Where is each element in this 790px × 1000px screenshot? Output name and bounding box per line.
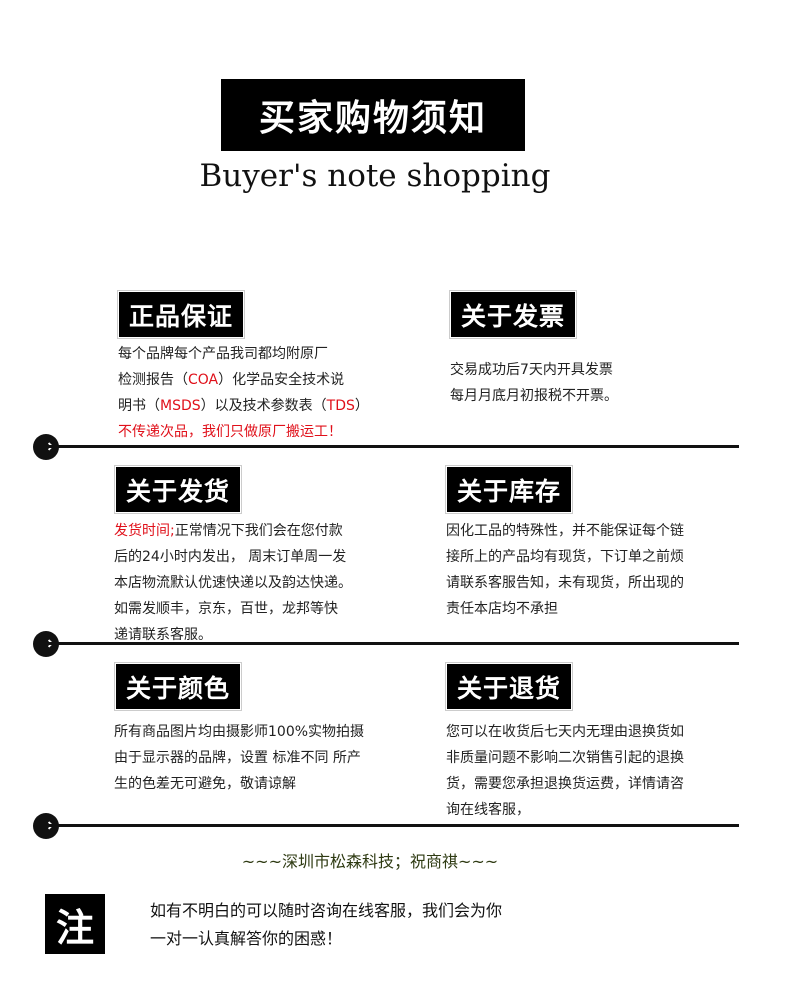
- section-title-genuine: 正品保证: [116, 290, 246, 339]
- page-title: 买家购物须知: [221, 79, 525, 151]
- section-text-genuine: 每个品牌每个产品我司都均附原厂 检测报告（COA）化学品安全技术说 明书（MSD…: [118, 341, 369, 445]
- text: ）化学品安全技术说: [218, 372, 345, 388]
- coa-label: COA: [188, 372, 219, 388]
- text: 检测报告（: [118, 372, 188, 388]
- section-text-invoice: 交易成功后7天内开具发票 每月月底月初报税不开票。: [450, 357, 618, 409]
- section-title-returns: 关于退货: [444, 662, 574, 711]
- text-line: 生的色差无可避免，敬请谅解: [114, 776, 296, 792]
- section-text-shipping: 发货时间;正常情况下我们会在您付款 后的24小时内发出， 周末订单周一发 本店物…: [114, 518, 352, 648]
- text-line: 发货时间;正常情况下我们会在您付款: [114, 518, 352, 544]
- note-text: 如有不明白的可以随时咨询在线客服，我们会为你 一对一认真解答你的困惑！: [150, 897, 502, 953]
- text-line: 递请联系客服。: [114, 627, 212, 643]
- divider: [36, 445, 739, 448]
- text-line: 明书（MSDS）以及技术参数表（TDS）: [118, 393, 369, 419]
- section-text-color: 所有商品图片均由摄影师100%实物拍摄 由于显示器的品牌，设置 标准不同 所产 …: [114, 719, 364, 797]
- text: 明书（: [118, 398, 160, 414]
- msds-label: MSDS: [160, 398, 201, 414]
- page-subtitle: Buyer's note shopping: [199, 158, 551, 194]
- text-line: 交易成功后7天内开具发票: [450, 362, 613, 378]
- text-line: 责任本店均不承担: [446, 601, 558, 617]
- section-title-shipping: 关于发货: [113, 465, 243, 514]
- text-line: 后的24小时内发出， 周末订单周一发: [114, 549, 347, 565]
- text-line: 接所上的产品均有现货，下订单之前烦: [446, 549, 684, 565]
- shipping-time-label: 发货时间;: [114, 523, 175, 539]
- note-line: 一对一认真解答你的困惑！: [150, 929, 343, 948]
- section-title-invoice: 关于发票: [448, 290, 578, 339]
- note-badge: 注: [45, 894, 105, 954]
- text: ）以及技术参数表（: [200, 398, 327, 414]
- text-line: 询在线客服，: [446, 802, 530, 818]
- section-text-returns: 您可以在收货后七天内无理由退换货如 非质量问题不影响二次销售引起的退换 货，需要…: [446, 719, 684, 823]
- shop-name: ~~~深圳市松森科技；祝商祺~~~: [241, 852, 499, 871]
- warning-text: 不传递次品，我们只做原厂搬运工！: [118, 424, 342, 440]
- text-line: 每个品牌每个产品我司都均附原厂: [118, 346, 328, 362]
- text-line: 非质量问题不影响二次销售引起的退换: [446, 750, 684, 766]
- text-line: 由于显示器的品牌，设置 标准不同 所产: [114, 750, 361, 766]
- text-line: 检测报告（COA）化学品安全技术说: [118, 367, 369, 393]
- text-line: 每月月底月初报税不开票。: [450, 388, 618, 404]
- text: ）: [354, 398, 369, 414]
- text-line: 本店物流默认优速快递以及韵达快递。: [114, 575, 352, 591]
- text-line: 货，需要您承担退换货运费，详情请咨: [446, 776, 684, 792]
- divider: [36, 642, 739, 645]
- text-line: 您可以在收货后七天内无理由退换货如: [446, 724, 684, 740]
- note-line: 如有不明白的可以随时咨询在线客服，我们会为你: [150, 901, 503, 920]
- text: 正常情况下我们会在您付款: [174, 523, 343, 539]
- tds-label: TDS: [326, 398, 355, 414]
- divider: [36, 824, 739, 827]
- section-title-stock: 关于库存: [444, 465, 574, 514]
- section-title-color: 关于颜色: [113, 662, 243, 711]
- section-text-stock: 因化工品的特殊性，并不能保证每个链 接所上的产品均有现货，下订单之前烦 请联系客…: [446, 518, 684, 622]
- text-line: 如需发顺丰，京东，百世，龙邦等快: [114, 601, 338, 617]
- text-line: 所有商品图片均由摄影师100%实物拍摄: [114, 724, 365, 740]
- text-line: 因化工品的特殊性，并不能保证每个链: [446, 523, 684, 539]
- text-line: 请联系客服告知，未有现货，所出现的: [446, 575, 684, 591]
